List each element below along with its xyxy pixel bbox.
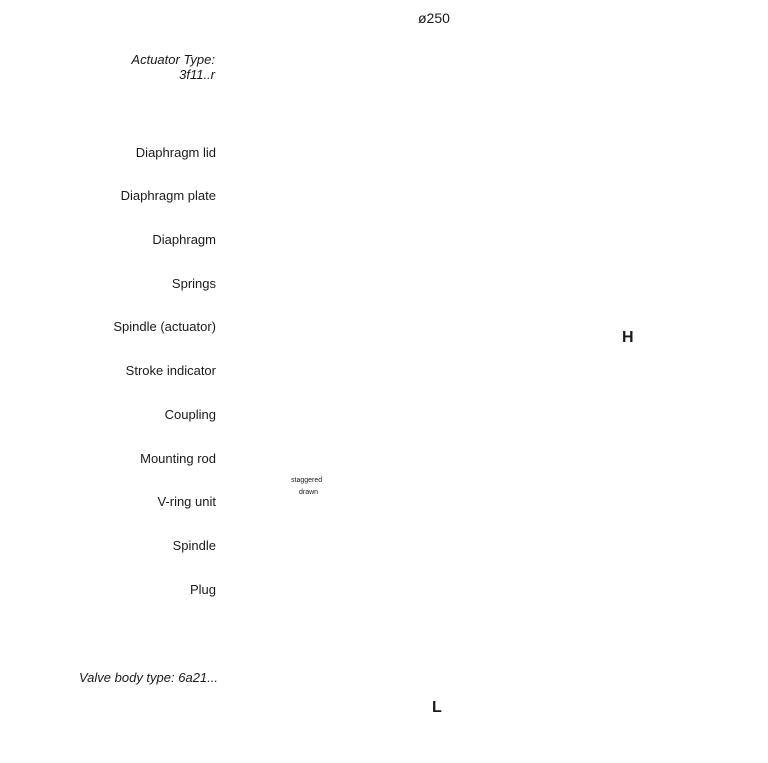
actuator-type-label-line1: Actuator Type: — [131, 52, 215, 67]
label-stroke-indicator: Stroke indicator — [125, 363, 216, 378]
note-drawn: drawn — [299, 489, 319, 496]
label-coupling: Coupling — [164, 407, 216, 422]
valve-body-type-label: Valve body type: 6a21... — [78, 670, 218, 685]
label-v-ring-unit: V-ring unit — [157, 494, 216, 509]
dimension-height: H — [622, 329, 634, 346]
label-diaphragm-plate: Diaphragm plate — [120, 188, 216, 203]
label-spindle: Spindle — [172, 538, 216, 553]
label-mounting-rod: Mounting rod — [140, 451, 216, 466]
dimension-diameter: ø250 — [418, 10, 450, 26]
label-plug: Plug — [189, 582, 216, 597]
label-diaphragm-lid: Diaphragm lid — [135, 145, 216, 160]
actuator-type-label-line2: 3f11..r — [179, 67, 215, 82]
label-springs: Springs — [171, 276, 216, 291]
dimension-length: L — [432, 699, 442, 716]
label-spindle-actuator: Spindle (actuator) — [113, 319, 216, 334]
label-diaphragm: Diaphragm — [152, 232, 216, 247]
note-staggered: staggered — [291, 477, 323, 484]
